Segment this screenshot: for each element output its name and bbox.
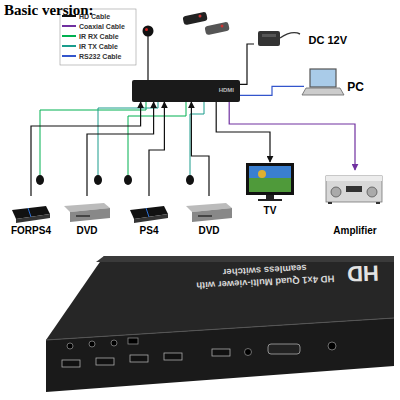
source-device: DVD <box>60 196 114 238</box>
legend-text: IR TX Cable <box>79 43 118 50</box>
hd-cable <box>191 102 209 196</box>
power-node: DC 12V <box>254 26 349 56</box>
legend-row: RS232 Cable <box>62 51 136 61</box>
switcher-box: HDMI <box>132 80 240 102</box>
ir-receiver <box>143 26 154 81</box>
source-device: DVD <box>182 196 236 238</box>
node-label: HD <box>347 259 380 286</box>
rs232-cable <box>240 86 304 95</box>
node-label: DC 12V <box>308 34 347 46</box>
node-label: HD 4x1 Quad Multi-viewer with seamless s… <box>194 260 335 291</box>
legend-row: Coaxial Cable <box>62 21 136 31</box>
power-adapter <box>258 31 300 46</box>
dvd-icon <box>64 203 232 222</box>
node-label: FORPS4 <box>4 225 58 236</box>
pc-node: PC <box>304 66 370 100</box>
node-label: HDMI <box>219 87 234 93</box>
legend: HD CableCoaxial Cable IR RX Cable IR TX Ca… <box>62 11 136 61</box>
product-photo: HD HD 4x1 Quad Multi-viewer with seamless… <box>45 254 395 396</box>
node-label: TV <box>240 205 300 216</box>
laptop-icon <box>302 69 344 95</box>
source-device: FORPS4 <box>4 196 58 238</box>
coaxial-cable <box>229 102 355 170</box>
legend-row: HD Cable <box>62 11 136 21</box>
legend-text: HD Cable <box>79 13 110 20</box>
rs232-port <box>268 344 300 354</box>
legend-text: RS232 Cable <box>79 53 121 60</box>
legend-line-sample <box>62 55 76 57</box>
display-device: TV <box>240 162 300 220</box>
ir-emitters <box>36 175 194 185</box>
node-label: PS4 <box>122 225 176 236</box>
node-label: DVD <box>182 225 236 236</box>
legend-line-sample <box>62 25 76 27</box>
node-label: Amplifier <box>318 225 392 236</box>
hd-cable <box>149 102 164 196</box>
legend-row: IR TX Cable <box>62 41 136 51</box>
hd-cable <box>216 102 270 162</box>
hd-cable <box>31 102 141 196</box>
audio-device: Amplifier <box>318 170 392 238</box>
amplifier-icon <box>326 176 382 204</box>
source-device: PS4 <box>122 196 176 238</box>
hd-cable <box>87 102 154 196</box>
legend-line-sample <box>62 35 76 37</box>
legend-text: IR RX Cable <box>79 33 119 40</box>
node-label: PC <box>347 80 364 94</box>
switcher-photo <box>46 256 394 392</box>
node-label: DVD <box>60 225 114 236</box>
legend-line-sample <box>62 45 76 47</box>
legend-text: Coaxial Cable <box>79 23 125 30</box>
tv-icon <box>246 163 294 201</box>
ir-cables <box>40 102 204 176</box>
legend-line-sample <box>62 15 76 17</box>
remote-controls <box>182 12 229 36</box>
power-cable <box>240 44 254 84</box>
legend-row: IR RX Cable <box>62 31 136 41</box>
